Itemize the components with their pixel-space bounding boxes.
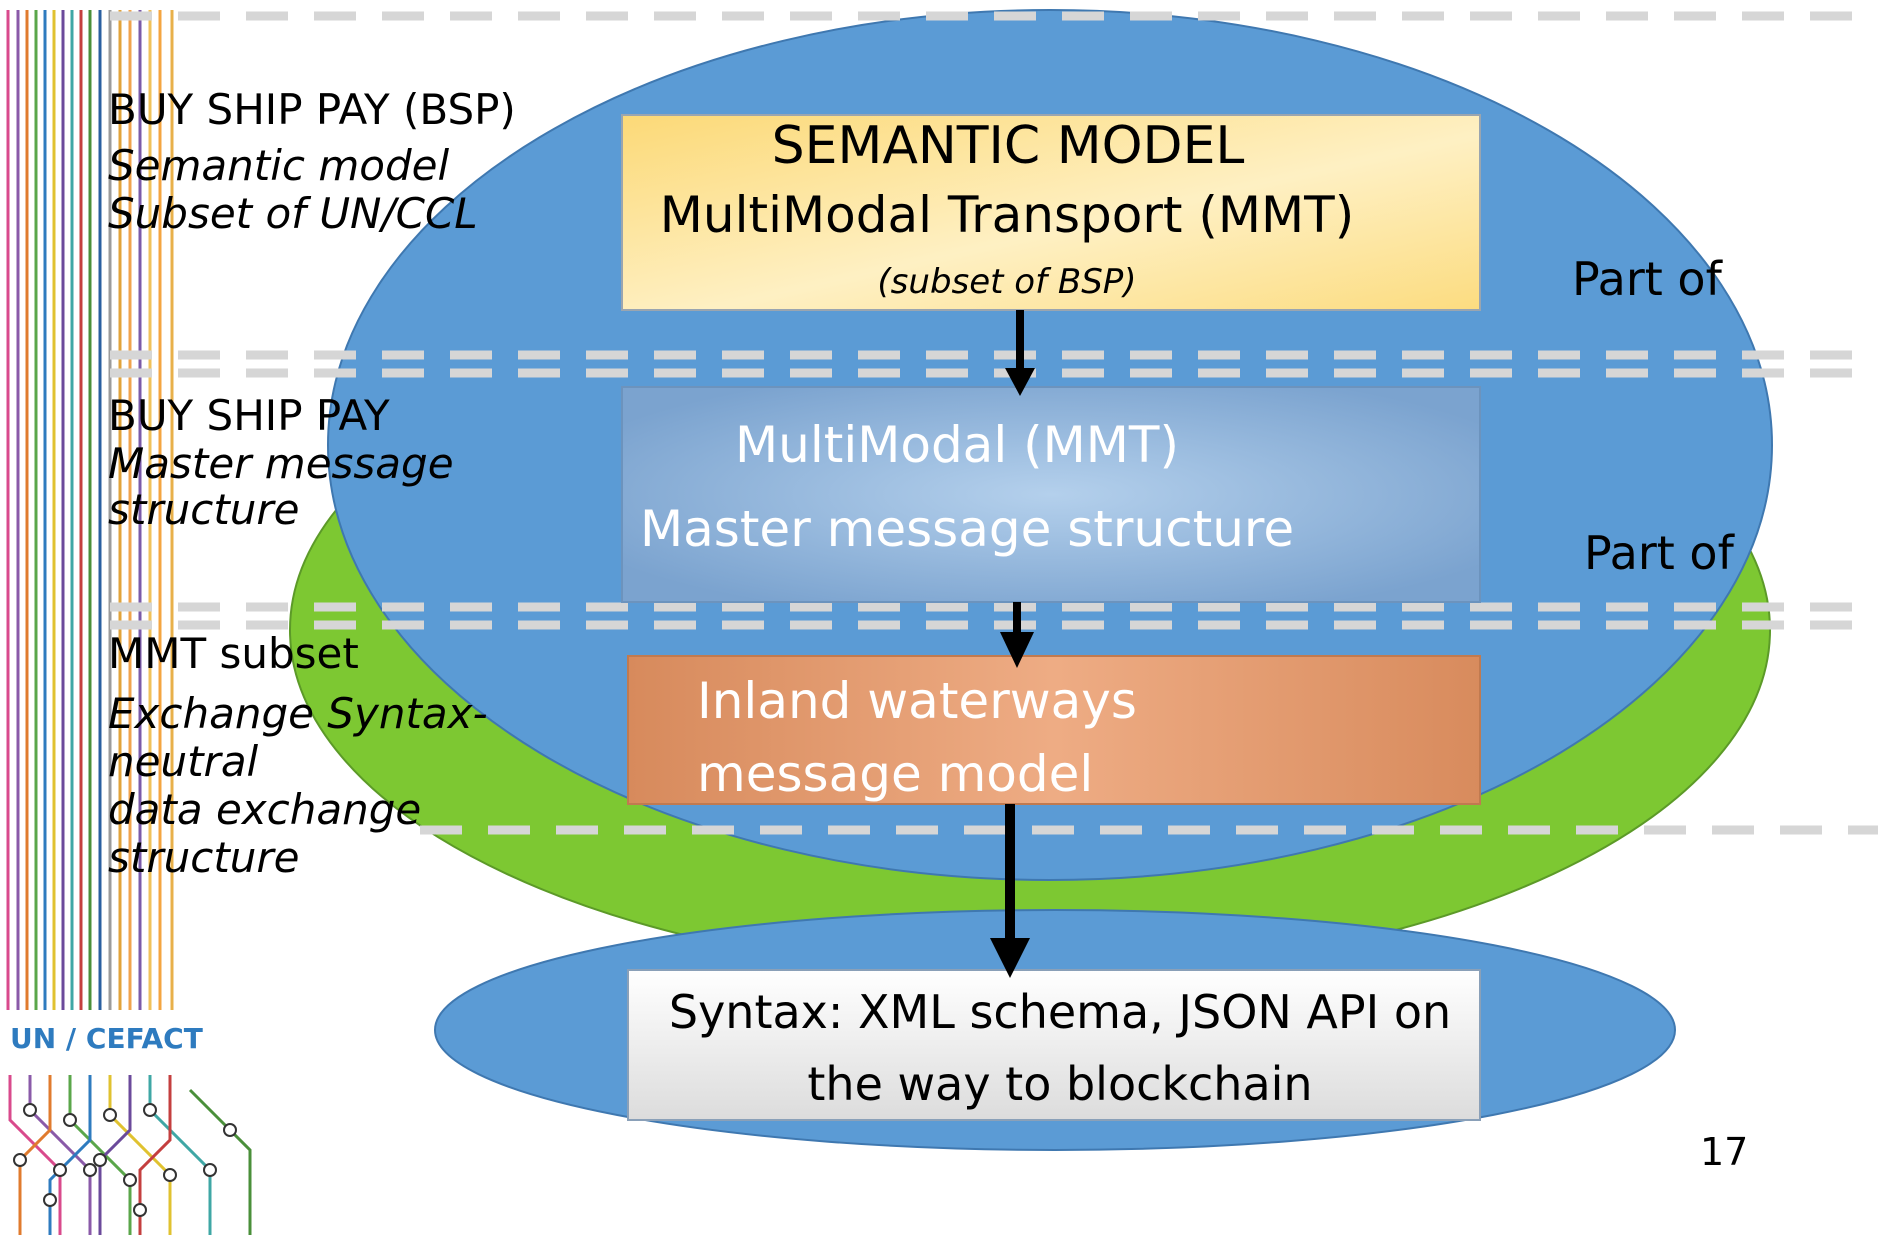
syntax-box-line2: the way to blockchain: [807, 1057, 1313, 1111]
level2-line1: Master message: [108, 439, 454, 488]
part-of-label-top: Part of: [1572, 252, 1722, 306]
level1-line1: Semantic model: [108, 141, 450, 190]
level3-heading: MMT subset: [108, 629, 359, 678]
level3-line4: structure: [108, 833, 300, 882]
semantic-model-box: [621, 114, 1481, 311]
level2-line2: structure: [108, 485, 300, 534]
decorative-lines: [6, 10, 174, 1010]
level-separators: [110, 11, 1878, 835]
level1-line2: Subset of UN/CCL: [108, 189, 478, 238]
master-message-box: [621, 386, 1481, 603]
level1-heading: BUY SHIP PAY (BSP): [108, 85, 516, 134]
level3-line1: Exchange Syntax-: [108, 689, 488, 738]
network-graphic: [8, 1075, 252, 1235]
page-number: 17: [1700, 1130, 1749, 1174]
inland-box-line1: Inland waterways: [697, 672, 1137, 730]
semantic-box-subtitle: MultiModal Transport (MMT): [659, 186, 1355, 244]
semantic-box-title: SEMANTIC MODEL: [771, 116, 1245, 176]
level2-heading: BUY SHIP PAY: [108, 391, 390, 440]
uncefact-logo-text: UN / CEFACT: [10, 1022, 203, 1055]
arrows: [990, 310, 1035, 978]
syntax-box-line1: Syntax: XML schema, JSON API on: [668, 985, 1452, 1039]
inland-waterways-box: [627, 655, 1481, 805]
semantic-box-note: (subset of BSP): [877, 262, 1137, 302]
level3-line3: data exchange: [108, 785, 422, 834]
level3-line2: neutral: [108, 737, 259, 786]
inland-box-line2: message model: [697, 745, 1094, 803]
master-box-title: MultiModal (MMT): [735, 416, 1179, 474]
part-of-label-middle: Part of: [1584, 526, 1734, 580]
syntax-box: [627, 969, 1481, 1121]
master-box-subtitle: Master message structure: [640, 500, 1295, 558]
